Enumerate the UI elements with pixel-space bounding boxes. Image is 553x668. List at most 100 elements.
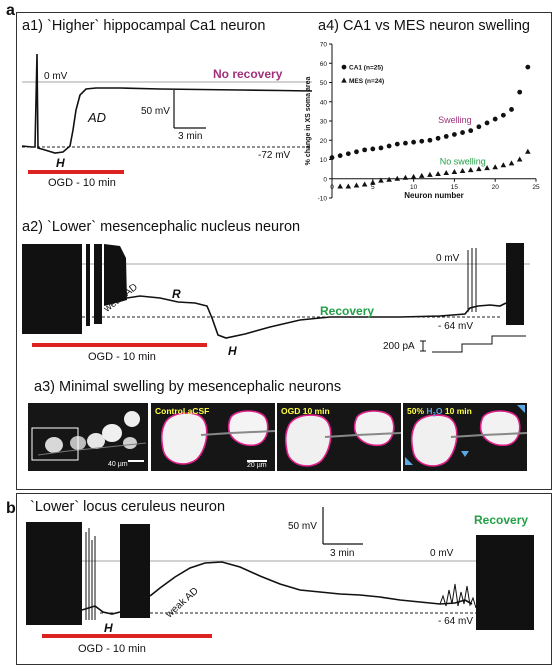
a1-scale-mv-label: 50 mV <box>141 106 170 117</box>
a4-ca1-point <box>484 120 490 126</box>
a4-mes-point <box>410 173 417 179</box>
a4-ca1-point <box>354 149 359 155</box>
a4-mes-point <box>378 177 384 183</box>
a3-ogd-cells <box>284 410 401 467</box>
a3-water-label-sub: 2 <box>432 412 436 419</box>
a4-ca1-point <box>492 116 498 122</box>
a4-mes-point <box>435 170 441 176</box>
a4-mes-point <box>451 169 458 175</box>
a4-y-tick-label: 30 <box>320 119 328 126</box>
a4-ca1-point <box>345 151 351 157</box>
a2-firing-block-2 <box>86 244 90 326</box>
a1-title: a1) `Higher` hippocampal Ca1 neuron <box>22 18 266 34</box>
a2-firing-block-3 <box>94 244 102 324</box>
a4-y-tick-label: 40 <box>320 99 328 106</box>
a4-ca1-point <box>435 135 441 141</box>
a2-r-label: R <box>172 287 181 301</box>
a3-overview-cells <box>31 411 147 462</box>
a1-no-recovery-label: No recovery <box>213 67 283 81</box>
a4-mes-point <box>353 182 360 188</box>
a1-minus72-label: -72 mV <box>258 150 291 161</box>
a1-ogd-bar <box>28 170 124 174</box>
a3-control-label: Control aCSF <box>155 406 210 416</box>
a1-scale-min-label: 3 min <box>178 131 203 142</box>
a4-mes-point <box>476 166 482 172</box>
a3-micrograph-overview: 40 µm <box>28 403 148 471</box>
a4-x-tick-label: 20 <box>492 184 500 191</box>
a3-water-label-o: O <box>435 406 443 416</box>
a4-y-axis-label: % change in XS soma area <box>305 77 312 166</box>
a4-ca1-point <box>443 134 449 139</box>
a4-ca1-point <box>378 145 384 151</box>
panel-b-frame <box>16 493 552 665</box>
a2-minus64-label: - 64 mV <box>438 321 474 332</box>
a1-zero-mv-label: 0 mV <box>44 71 68 82</box>
a4-mes-point <box>370 179 376 185</box>
a1-ogd-label: OGD - 10 min <box>48 177 116 189</box>
a4-ca1-point <box>452 132 457 137</box>
a3-water-label-pct: 50% <box>407 406 425 416</box>
a2-weak-ad-label: weak AD <box>102 281 140 315</box>
a4-mes-point <box>484 165 490 171</box>
a3-water-label-time: 10 min <box>444 406 472 416</box>
a4-x-tick-label: 15 <box>451 184 459 191</box>
a1-h-label: H <box>56 156 65 170</box>
a4-ca1-point <box>419 138 425 144</box>
a4-mes-point <box>361 181 368 187</box>
a4-ca1-point <box>476 124 482 130</box>
a2-current-step <box>432 335 526 353</box>
a4-y-tick-label: 20 <box>320 138 328 145</box>
a4-ca1-point <box>468 128 474 134</box>
a4-mes-point <box>459 168 466 174</box>
a4-legend-mes-marker <box>341 77 347 83</box>
a4-ca1-point <box>517 89 523 95</box>
a4-ca1-point <box>403 140 408 146</box>
panel-a-letter: a <box>6 2 15 19</box>
a4-x-tick-label: 0 <box>330 184 334 191</box>
a3-control-cells <box>160 410 275 465</box>
a3-water-label-h: H <box>426 406 433 416</box>
a4-x-tick-label: 10 <box>410 184 418 191</box>
a4-ca1-point <box>386 143 392 149</box>
b-ogd-bar <box>42 634 212 638</box>
a4-legend-ca1-marker <box>341 64 347 70</box>
b-trace <box>81 561 473 615</box>
a3-micrograph-water: 50% H2O 10 min <box>403 403 527 471</box>
a4-mes-point <box>525 148 531 154</box>
a2-zero-mv-label: 0 mV <box>436 253 460 264</box>
a4-mes-point <box>402 174 409 180</box>
a4-ca1-point <box>411 139 416 145</box>
a3-micrograph-ogd: OGD 10 min <box>277 403 401 471</box>
a4-mes-point <box>443 169 450 175</box>
a3-ogd-label: OGD 10 min <box>281 406 330 416</box>
a4-ca1-point <box>427 137 433 143</box>
a2-recovery-label: Recovery <box>320 304 375 318</box>
a2-ogd-label: OGD - 10 min <box>88 351 156 363</box>
b-scale-mv-label: 50 mV <box>288 521 317 532</box>
a2-pa-label: 200 pA <box>383 341 415 352</box>
a4-mes-point <box>345 183 352 189</box>
a4-y-tick-label: 60 <box>320 61 328 68</box>
a4-x-axis-label: Neuron number <box>404 191 464 200</box>
a4-no-swelling-annotation: No swelling <box>440 156 486 166</box>
b-firing-block-3 <box>476 535 534 630</box>
a4-mes-point <box>508 160 515 166</box>
a3-micrograph-control: Control aCSF 20 µm <box>151 403 275 471</box>
a2-ogd-bar <box>32 343 207 347</box>
a4-x-tick-label: 25 <box>532 184 540 191</box>
a4-x-tick-label: 5 <box>371 184 375 191</box>
a4-ca1-point <box>370 146 376 152</box>
a3-scale2-label: 20 µm <box>247 462 267 469</box>
a2-h-label: H <box>228 344 237 358</box>
arrow-icon <box>517 405 525 413</box>
a4-y-tick-label: 70 <box>320 42 328 49</box>
a4-title: a4) CA1 vs MES neuron swelling <box>318 18 530 34</box>
a4-ca1-point <box>337 153 343 159</box>
a4-y-tick-label: -10 <box>318 196 328 203</box>
a4-swelling-annotation: Swelling <box>438 115 472 125</box>
a4-ca1-point <box>500 112 506 118</box>
a4-mes-point <box>467 167 474 173</box>
a4-ca1-point <box>362 147 368 153</box>
arrow-icon <box>461 451 469 457</box>
